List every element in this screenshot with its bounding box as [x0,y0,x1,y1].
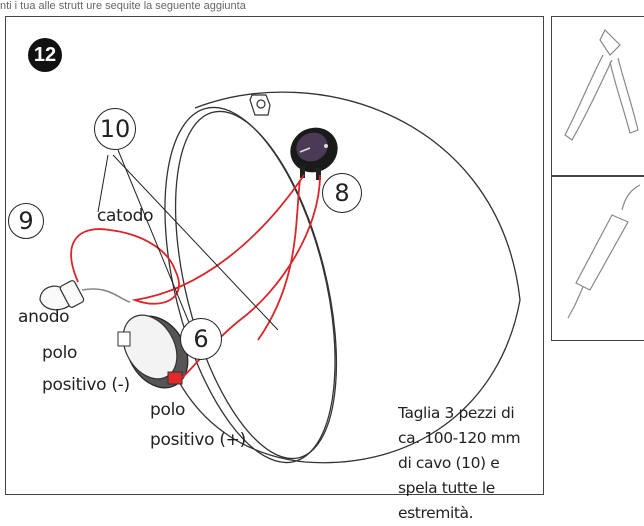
leader-lines [97,149,279,331]
callout-9: 9 [8,203,44,239]
label-catodo: catodo [97,206,154,226]
led-component [39,280,85,311]
label-polo-neg-line2: positivo (-) [42,375,130,395]
soldering-iron-icon [567,184,641,319]
label-anodo: anodo [18,307,70,327]
instruction-caption: Taglia 3 pezzi di ca. 100-120 mm di cavo… [398,404,521,522]
switch-component [290,127,338,180]
callout-8: 8 [322,173,362,213]
assembly-illustration [39,28,641,464]
pliers-icon [564,28,639,141]
anode-wire [81,288,131,303]
step-number-badge: 12 [28,38,62,72]
label-polo-neg-line1: polo [42,343,78,363]
soldering-iron-tool-panel [551,176,644,341]
dome-shell [164,91,521,464]
main-illustration-panel [5,16,544,495]
hanger-tab [249,94,271,116]
label-polo-pos-line2: positivo (+) [150,430,246,450]
callout-6: 6 [180,318,222,360]
callout-10: 10 [94,108,136,150]
battery-holder [117,314,189,389]
label-polo-pos-line1: polo [150,400,186,420]
top-strip-text: nti i tua alle strutt ure sequite la seg… [0,0,246,12]
